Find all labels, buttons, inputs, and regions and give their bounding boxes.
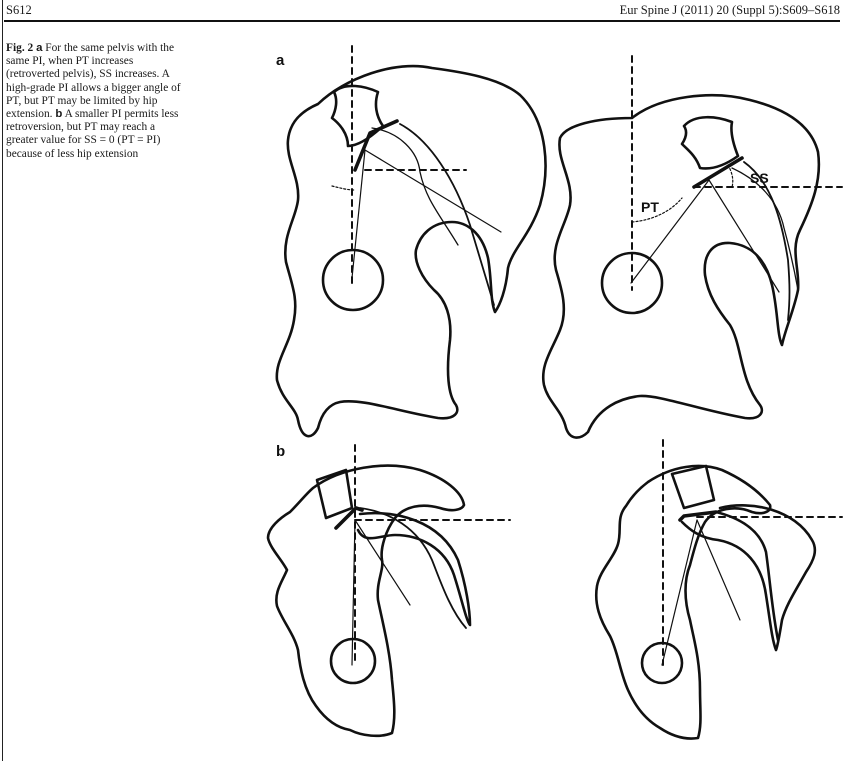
ss-angle-label: SS xyxy=(750,170,769,186)
pelvis-outline xyxy=(277,66,546,436)
panel-b-left-pelvis xyxy=(268,445,510,736)
ischial-ramus xyxy=(400,124,494,305)
panel-a-right-pelvis: PT SS xyxy=(543,56,842,438)
acetabulum-curve xyxy=(372,128,458,245)
pelvis-outline xyxy=(268,466,464,736)
panel-a-left-pelvis xyxy=(277,46,546,436)
panel-b-right-pelvis xyxy=(596,440,842,739)
femoral-head-reference-line xyxy=(631,180,709,283)
pt-angle-label: PT xyxy=(641,199,659,215)
sacrum-body xyxy=(332,86,383,146)
sacrum-body xyxy=(682,117,738,168)
pt-angle-arc xyxy=(332,186,354,190)
panel-b-letter: b xyxy=(276,443,285,460)
pelvis-outline xyxy=(543,95,819,437)
sacral-slope-ray xyxy=(355,520,410,605)
sacral-endplate xyxy=(694,158,742,187)
panel-a-letter: a xyxy=(276,52,285,69)
sacral-slope-ray xyxy=(697,520,740,620)
sacrum-body xyxy=(672,466,714,508)
sacral-slope-ray xyxy=(709,180,779,292)
sacral-slope-ray xyxy=(365,150,501,232)
